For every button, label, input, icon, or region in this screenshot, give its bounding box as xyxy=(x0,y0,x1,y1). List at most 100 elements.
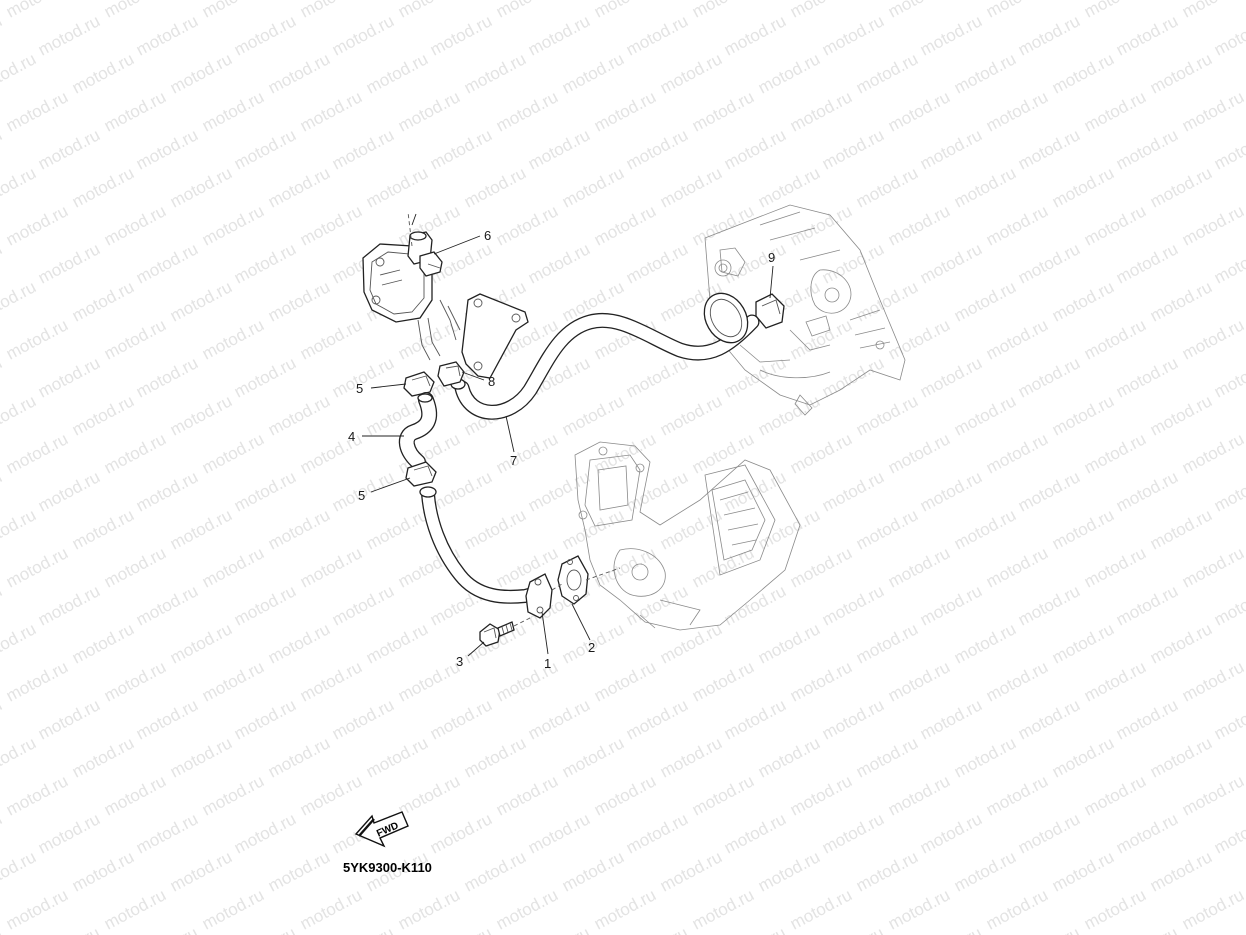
watermark-text: motod.ru xyxy=(1049,163,1117,211)
gasket-2 xyxy=(557,555,589,605)
watermark-text: motod.ru xyxy=(101,885,169,933)
watermark-text: motod.ru xyxy=(1049,505,1117,553)
watermark-text: motod.ru xyxy=(657,391,725,439)
watermark-text: motod.ru xyxy=(819,695,887,743)
watermark-text: motod.ru xyxy=(917,809,985,857)
watermark-text: motod.ru xyxy=(787,87,855,135)
watermark-text: motod.ru xyxy=(427,695,495,743)
watermark-text: motod.ru xyxy=(951,505,1019,553)
watermark-text: motod.ru xyxy=(1113,809,1181,857)
watermark-text: motod.ru xyxy=(199,87,267,135)
watermark-text: motod.ru xyxy=(199,771,267,819)
watermark-text: motod.ru xyxy=(101,201,169,249)
watermark-text: motod.ru xyxy=(1113,353,1181,401)
watermark-text: motod.ru xyxy=(199,885,267,933)
watermark-text: motod.ru xyxy=(885,885,953,933)
watermark-text: motod.ru xyxy=(1211,695,1246,743)
watermark-text: motod.ru xyxy=(363,49,431,97)
watermark-text: motod.ru xyxy=(623,695,691,743)
watermark-text: motod.ru xyxy=(0,733,39,781)
watermark-text: motod.ru xyxy=(657,619,725,667)
watermark-text: motod.ru xyxy=(35,11,103,59)
watermark-text: motod.ru xyxy=(427,809,495,857)
watermark-text: motod.ru xyxy=(819,581,887,629)
watermark-text: motod.ru xyxy=(689,87,757,135)
watermark-text: motod.ru xyxy=(951,391,1019,439)
watermark-text: motod.ru xyxy=(917,353,985,401)
watermark-text: motod.ru xyxy=(1015,581,1083,629)
watermark-text: motod.ru xyxy=(35,353,103,401)
watermark-text: motod.ru xyxy=(297,657,365,705)
watermark-text: motod.ru xyxy=(721,695,789,743)
watermark-text: motod.ru xyxy=(329,695,397,743)
watermark-text: motod.ru xyxy=(0,581,5,629)
watermark-text: motod.ru xyxy=(329,125,397,173)
watermark-text: motod.ru xyxy=(885,0,953,22)
watermark-text: motod.ru xyxy=(297,771,365,819)
watermark-text: motod.ru xyxy=(329,923,397,935)
watermark-text: motod.ru xyxy=(133,11,201,59)
watermark-text: motod.ru xyxy=(167,49,235,97)
watermark-text: motod.ru xyxy=(133,125,201,173)
watermark-text: motod.ru xyxy=(427,923,495,935)
watermark-text: motod.ru xyxy=(689,201,757,249)
watermark-text: motod.ru xyxy=(0,847,39,895)
watermark-text: motod.ru xyxy=(329,11,397,59)
watermark-text: motod.ru xyxy=(1211,353,1246,401)
watermark-text: motod.ru xyxy=(721,239,789,287)
watermark-text: motod.ru xyxy=(755,163,823,211)
watermark-text: motod.ru xyxy=(199,201,267,249)
watermark-text: motod.ru xyxy=(1113,467,1181,515)
watermark-text: motod.ru xyxy=(395,771,463,819)
mounting-plate xyxy=(461,293,529,379)
air-cut-valve-assembly xyxy=(362,213,461,361)
watermark-text: motod.ru xyxy=(787,0,855,22)
watermark-text: motod.ru xyxy=(461,163,529,211)
watermark-text: motod.ru xyxy=(133,581,201,629)
watermark-text: motod.ru xyxy=(689,0,757,22)
watermark-text: motod.ru xyxy=(1113,581,1181,629)
watermark-text: motod.ru xyxy=(885,429,953,477)
watermark-text: motod.ru xyxy=(363,163,431,211)
watermark-text: motod.ru xyxy=(885,543,953,591)
watermark-text: motod.ru xyxy=(819,125,887,173)
watermark-text: motod.ru xyxy=(297,0,365,22)
watermark-text: motod.ru xyxy=(35,809,103,857)
watermark-text: motod.ru xyxy=(1081,543,1149,591)
watermark-text: motod.ru xyxy=(623,125,691,173)
watermark-text: motod.ru xyxy=(1081,201,1149,249)
watermark-text: motod.ru xyxy=(689,885,757,933)
watermark-text: motod.ru xyxy=(1179,429,1246,477)
watermark-text: motod.ru xyxy=(1211,467,1246,515)
watermark-text: motod.ru xyxy=(853,733,921,781)
watermark-text: motod.ru xyxy=(69,49,137,97)
watermark-text: motod.ru xyxy=(951,277,1019,325)
callout-label-6: 6 xyxy=(484,228,491,243)
watermark-text: motod.ru xyxy=(1113,11,1181,59)
watermark-text: motod.ru xyxy=(231,239,299,287)
engine-outline-lower xyxy=(574,441,801,631)
watermark-text: motod.ru xyxy=(101,543,169,591)
watermark-text: motod.ru xyxy=(493,0,561,22)
watermark-text: motod.ru xyxy=(395,885,463,933)
watermark-text: motod.ru xyxy=(559,163,627,211)
watermark-text: motod.ru xyxy=(853,277,921,325)
watermark-text: motod.ru xyxy=(787,657,855,705)
watermark-text: motod.ru xyxy=(167,277,235,325)
watermark-text: motod.ru xyxy=(853,163,921,211)
callout-label-2: 2 xyxy=(588,640,595,655)
watermark-text: motod.ru xyxy=(461,733,529,781)
watermark-text: motod.ru xyxy=(983,771,1051,819)
watermark-text: motod.ru xyxy=(0,505,39,553)
watermark-text: motod.ru xyxy=(819,353,887,401)
watermark-text: motod.ru xyxy=(721,125,789,173)
watermark-text: motod.ru xyxy=(755,733,823,781)
watermark-text: motod.ru xyxy=(657,49,725,97)
watermark-text: motod.ru xyxy=(787,543,855,591)
watermark-text: motod.ru xyxy=(231,11,299,59)
watermark-text: motod.ru xyxy=(559,847,627,895)
watermark-text: motod.ru xyxy=(787,429,855,477)
watermark-text: motod.ru xyxy=(1211,923,1246,935)
watermark-text: motod.ru xyxy=(1015,923,1083,935)
watermark-text: motod.ru xyxy=(657,847,725,895)
